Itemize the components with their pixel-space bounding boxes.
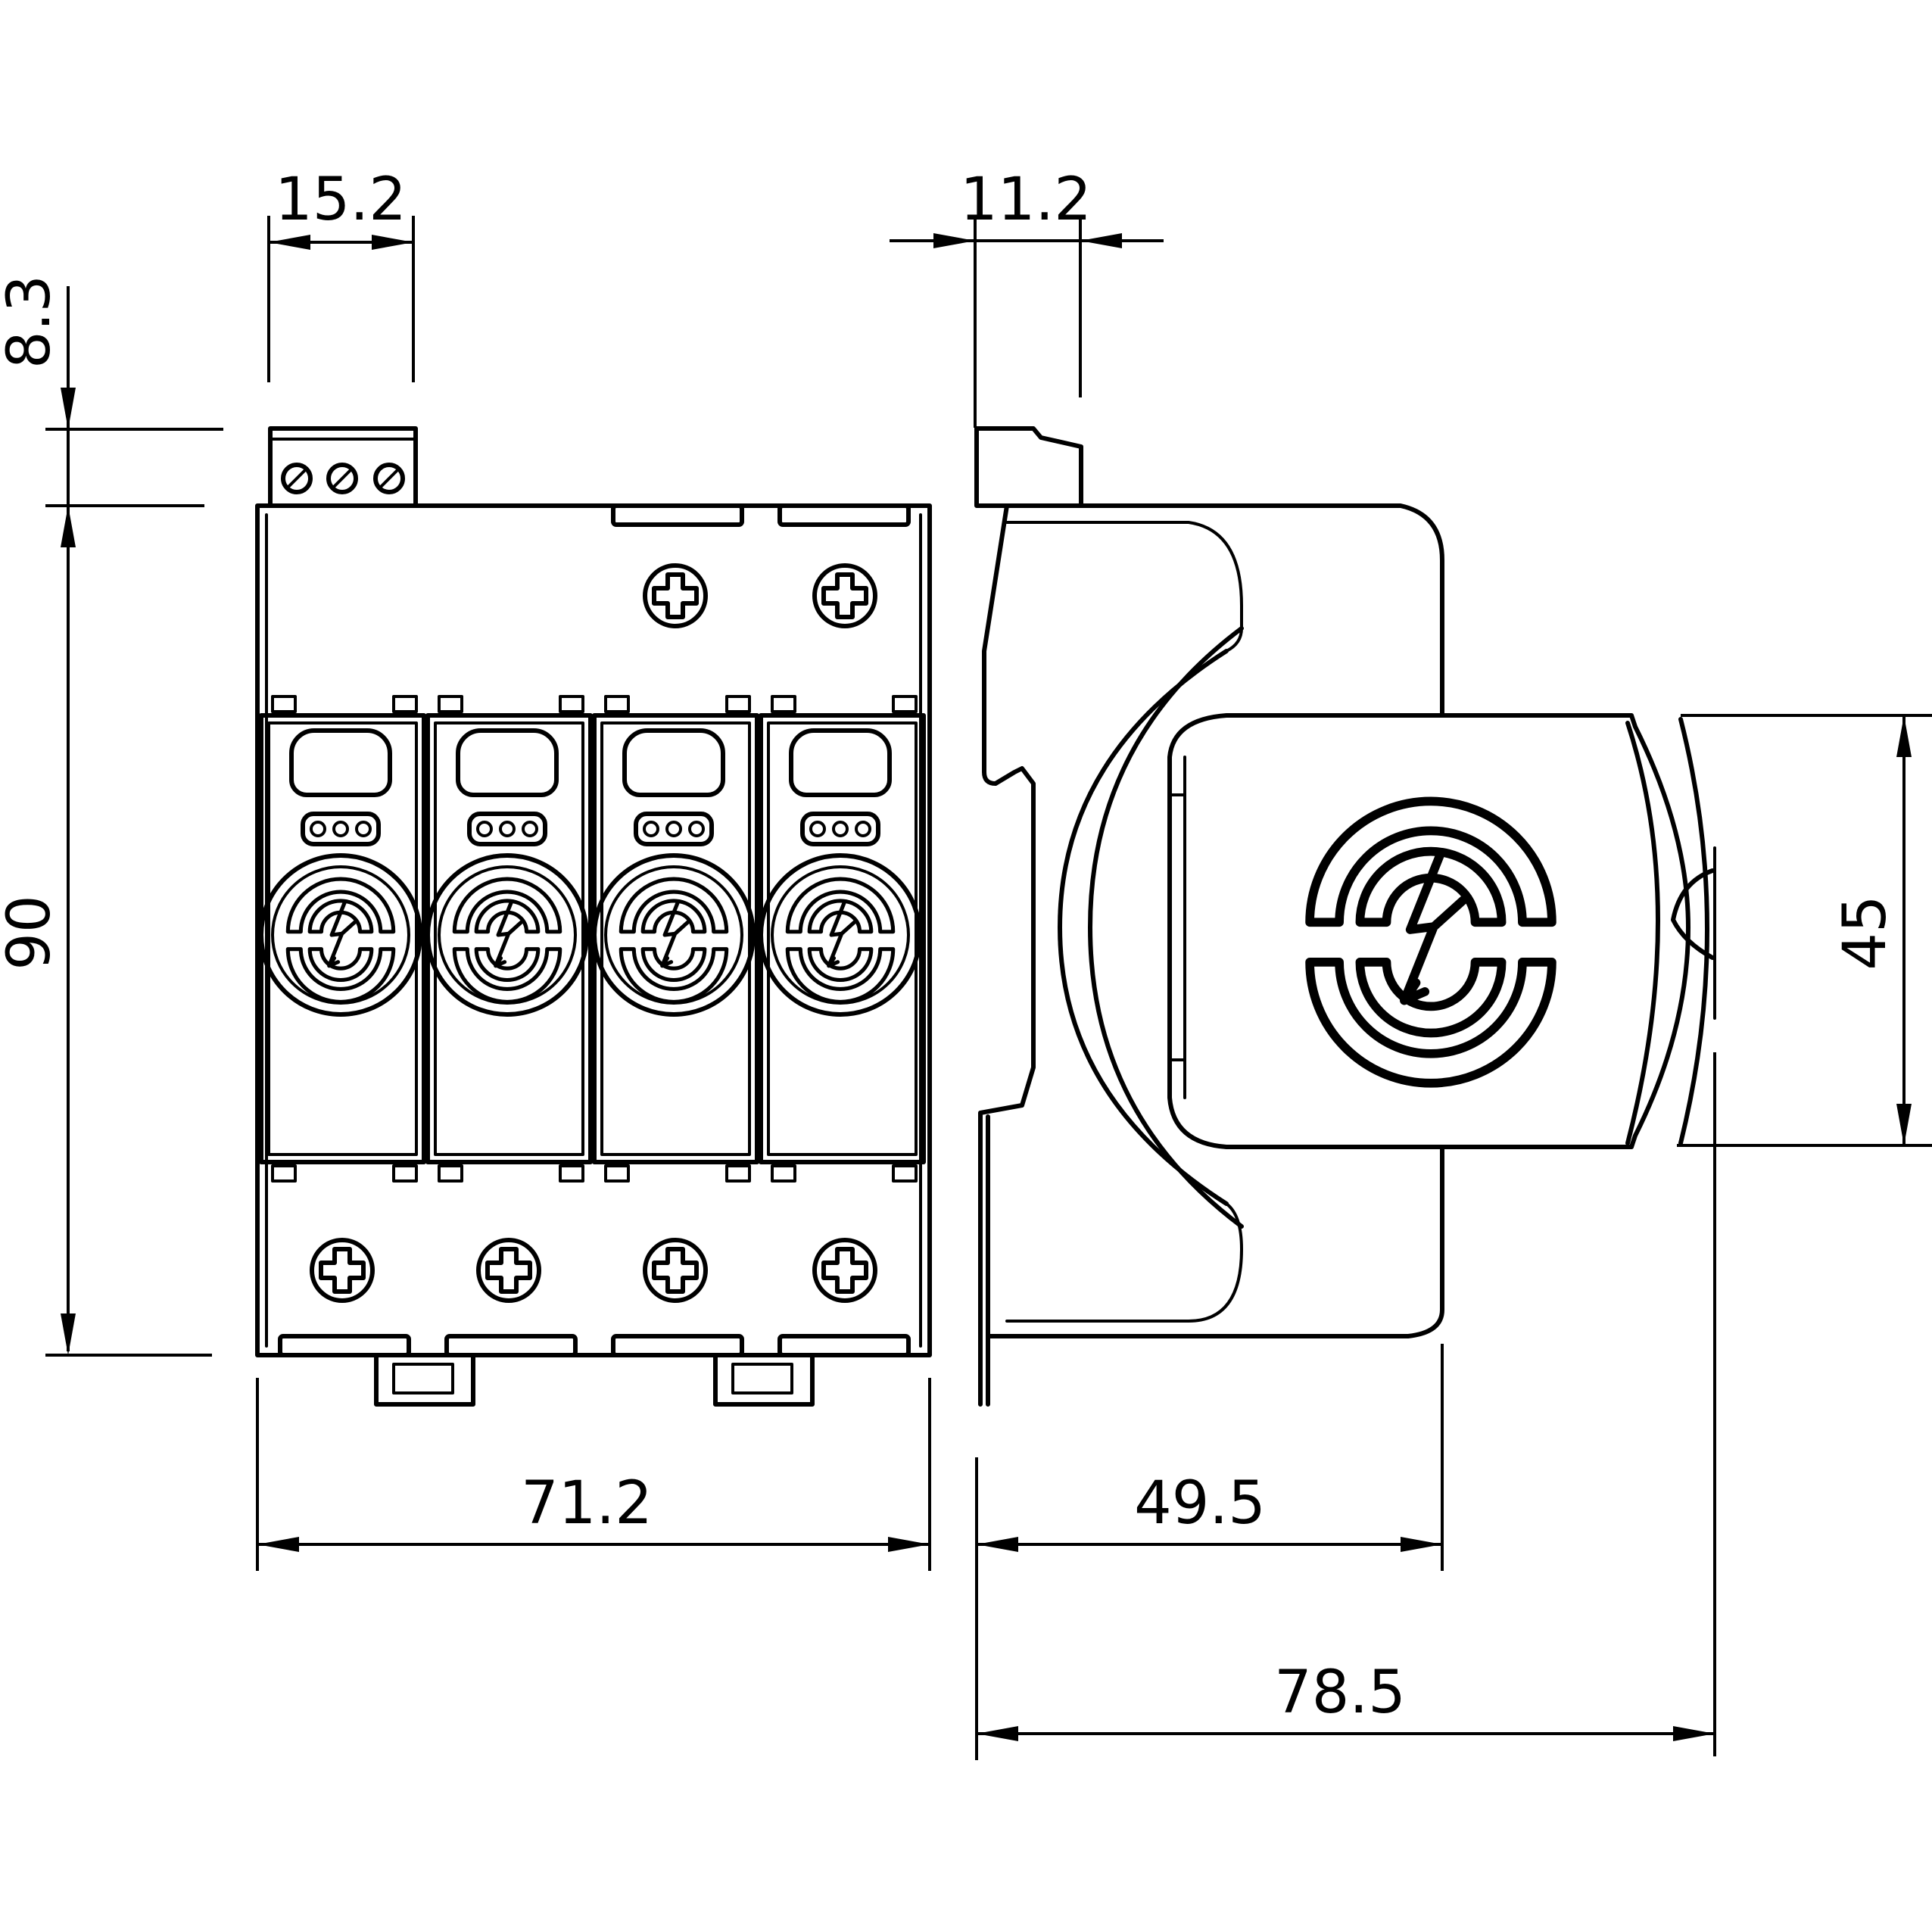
dim-label-terminal-width: 15.2 — [275, 166, 407, 234]
dim-label-terminal-height: 8.3 — [0, 275, 64, 369]
terminal-block — [268, 426, 418, 508]
dimension-lines — [45, 216, 1932, 1760]
dim-label-front-height: 45 — [1831, 895, 1899, 970]
dim-label-depth-base: 49.5 — [1134, 1469, 1266, 1538]
screw-icon — [478, 1240, 539, 1301]
screw-icon — [645, 566, 706, 626]
dim-label-height: 90 — [0, 895, 64, 970]
protection-modules — [261, 696, 924, 1181]
screw-icon — [815, 1240, 875, 1301]
screw-icon — [645, 1240, 706, 1301]
dim-label-width: 71.2 — [521, 1469, 653, 1538]
dim-label-depth-total: 78.5 — [1274, 1659, 1406, 1727]
side-view — [974, 426, 1716, 1407]
screw-icon — [312, 1240, 372, 1301]
screw-icon — [815, 566, 875, 626]
front-view — [255, 426, 932, 1407]
dim-label-rail-clip: 11.2 — [960, 166, 1092, 234]
dimension-labels: 15.2 11.2 8.3 90 71.2 49.5 78.5 45 — [0, 166, 1899, 1727]
surge-protection-icon — [1310, 801, 1552, 1083]
